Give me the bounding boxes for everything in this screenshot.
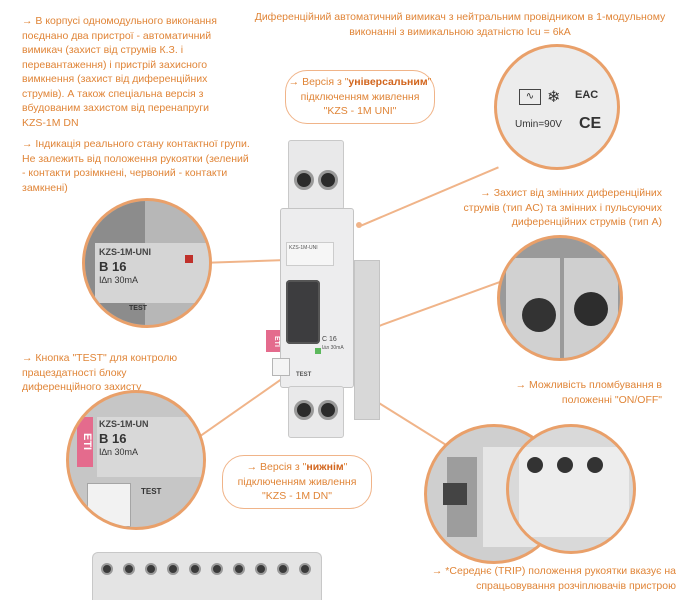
test-label: TEST	[296, 372, 312, 378]
terminal-screw-icon	[101, 563, 113, 575]
left-text-2: → Індикація реального стану контактної г…	[22, 138, 250, 194]
zoom-circle-sealing	[497, 235, 623, 361]
test-button[interactable]	[272, 358, 290, 376]
zoom-circle-label-bottom: ETI KZS-1M-UN B 16 I∆n 30mA TEST	[66, 390, 206, 530]
right-text-3: → *Середнє (TRIP) положення рукоятки вка…	[431, 565, 676, 592]
seal-handle-icon	[574, 292, 608, 326]
zoom-circle-marks: ∿ ❄ EAC Umin=90V CE	[494, 44, 620, 170]
wave-symbol-icon: ∿	[519, 89, 541, 105]
terminal-screw-icon	[294, 400, 314, 420]
terminal-screw-icon	[318, 400, 338, 420]
zoom-rating-text: B 16	[99, 431, 127, 446]
red-indicator	[185, 255, 193, 263]
breaker-device: KZS-1M-UNI C 16 I∆n 30mA ETI TEST	[266, 140, 380, 440]
device-label: KZS-1M-UNI	[286, 242, 334, 266]
terminal-screw-icon	[189, 563, 201, 575]
zoom-test-text: TEST	[141, 487, 162, 496]
zoom-model-text: KZS-1M-UNI	[99, 247, 151, 257]
zoom-circle-trip-detail	[506, 424, 636, 554]
zoom-model-text: KZS-1M-UN	[99, 419, 149, 429]
callout-dn-version: → Версія з "нижнім" підключенням живленн…	[222, 455, 372, 509]
indicator-window	[315, 348, 321, 354]
zoom-rating-text: B 16	[99, 259, 127, 274]
zoom-circle-label-top: KZS-1M-UNI B 16 I∆n 30mA TEST	[82, 198, 212, 328]
terminal-screw-icon	[167, 563, 179, 575]
terminal-screw-icon	[211, 563, 223, 575]
terminal-screw-icon	[294, 170, 314, 190]
zoom-sens-text: I∆n 30mA	[99, 447, 139, 457]
device-row-strip	[92, 552, 322, 600]
side-rail	[354, 260, 380, 420]
eac-mark: EAC	[575, 89, 599, 101]
terminal-screw-icon	[299, 563, 311, 575]
terminal-screw-icon	[145, 563, 157, 575]
zoom-test-text: TEST	[129, 305, 147, 312]
connector-dot	[356, 222, 362, 228]
callout-uni-version: → Версія з "універсальним" підключенням …	[285, 70, 435, 124]
terminal-screw-icon	[277, 563, 289, 575]
terminal-screw-icon	[318, 170, 338, 190]
connector-line	[365, 276, 512, 332]
eti-logo: ETI	[266, 330, 280, 352]
sens-text: I∆n 30mA	[322, 345, 344, 351]
trip-handle-icon	[443, 483, 467, 505]
seal-handle-icon	[522, 298, 556, 332]
header-text: Диференційний автоматичний вимикач з ней…	[254, 11, 666, 38]
zoom-sens-text: I∆n 30mA	[99, 275, 139, 285]
umin-text: Umin=90V	[515, 119, 562, 130]
ce-mark: CE	[579, 115, 602, 132]
terminal-screw-icon	[255, 563, 267, 575]
eti-logo: ETI	[77, 417, 93, 467]
breaker-handle[interactable]	[286, 280, 320, 344]
snowflake-icon: ❄	[547, 89, 561, 106]
terminal-screw-icon	[233, 563, 245, 575]
terminal-screw-icon	[123, 563, 135, 575]
rating-text: C 16	[322, 336, 337, 343]
test-button	[87, 483, 131, 527]
